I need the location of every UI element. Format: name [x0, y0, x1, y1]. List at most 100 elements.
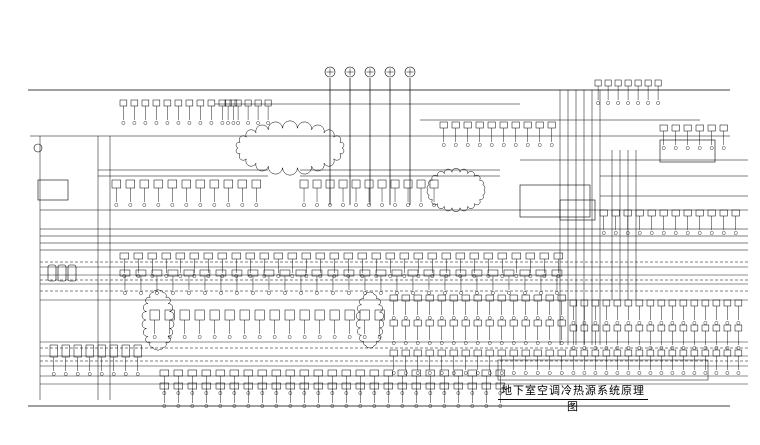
equipment-box — [712, 299, 721, 307]
valve-symbol — [451, 316, 456, 320]
equipment-box — [439, 121, 448, 129]
equipment-box — [223, 179, 233, 189]
equipment-box — [599, 209, 608, 217]
equipment-box — [646, 349, 655, 357]
equipment-box — [437, 349, 446, 357]
equipment-box — [668, 324, 677, 332]
valve-symbol — [198, 203, 203, 207]
equipment-box — [683, 124, 692, 132]
equipment-box — [425, 369, 435, 377]
valve-symbol — [637, 321, 642, 325]
valve-symbol — [571, 371, 576, 375]
equipment-box — [196, 99, 205, 107]
valve-symbol — [167, 335, 172, 339]
equipment-box — [475, 121, 484, 129]
equipment-box — [217, 252, 227, 260]
valve-symbol — [427, 371, 432, 375]
valve-symbol — [170, 203, 175, 207]
equipment-box — [499, 121, 508, 129]
valve-symbol — [559, 341, 564, 345]
valve-symbol — [219, 291, 223, 295]
equipment-box — [299, 369, 309, 377]
storage-tank — [57, 264, 67, 282]
equipment-box — [401, 319, 410, 327]
valve-symbol — [725, 371, 730, 375]
valve-symbol — [659, 371, 664, 375]
equipment-box — [209, 309, 220, 321]
equipment-box — [299, 179, 309, 189]
equipment-box — [657, 299, 666, 307]
equipment-box — [215, 369, 225, 377]
equipment-box — [264, 99, 272, 107]
valve-symbol — [648, 321, 653, 325]
reference-circle — [33, 143, 43, 153]
valve-symbol — [673, 231, 678, 235]
valve-symbol — [535, 316, 540, 320]
equipment-box — [185, 99, 194, 107]
equipment-box — [259, 252, 269, 260]
valve-symbol — [226, 121, 230, 125]
notes-box — [497, 359, 709, 381]
equipment-box — [547, 121, 556, 129]
valve-symbol — [414, 404, 419, 408]
equipment-box — [580, 299, 589, 307]
storage-tank — [67, 264, 77, 282]
valve-symbol — [523, 316, 528, 320]
equipment-box — [701, 299, 710, 307]
equipment-box — [364, 179, 374, 189]
equipment-box — [613, 349, 622, 357]
valve-symbol — [626, 321, 631, 325]
revision-cloud — [141, 289, 175, 351]
equipment-box — [580, 324, 589, 332]
control-panel-box — [659, 139, 716, 163]
equipment-box — [497, 349, 506, 357]
equipment-box — [344, 309, 355, 321]
equipment-box — [455, 252, 465, 260]
valve-symbol — [721, 146, 726, 150]
valve-symbol — [714, 346, 719, 350]
valve-symbol — [637, 231, 642, 235]
valve-symbol — [514, 274, 519, 278]
valve-symbol — [257, 335, 262, 339]
equipment-box — [473, 349, 482, 357]
valve-symbol — [354, 203, 358, 207]
equipment-box — [194, 309, 205, 321]
valve-symbol — [114, 203, 119, 207]
equipment-box — [734, 324, 743, 332]
valve-symbol — [111, 372, 116, 376]
valve-symbol — [615, 321, 620, 325]
valve-symbol — [123, 291, 127, 295]
equipment-box — [85, 344, 94, 358]
equipment-box — [712, 324, 721, 332]
valve-symbol — [685, 231, 690, 235]
equipment-box — [635, 324, 644, 332]
schematic-frame — [28, 89, 730, 407]
valve-symbol — [372, 404, 377, 408]
valve-symbol — [685, 146, 690, 150]
valve-symbol — [736, 371, 741, 375]
equipment-box — [690, 324, 699, 332]
valve-symbol — [659, 346, 664, 350]
equipment-box — [397, 369, 407, 377]
equipment-box — [181, 179, 191, 189]
valve-symbol — [266, 121, 270, 125]
valve-symbol — [670, 371, 675, 375]
valve-symbol — [218, 404, 223, 408]
valve-symbol — [453, 143, 458, 147]
equipment-box — [469, 252, 479, 260]
valve-symbol — [626, 101, 630, 105]
control-panel-box — [559, 199, 596, 221]
valve-symbol — [415, 316, 420, 320]
valve-symbol — [487, 341, 492, 345]
revision-clouds — [141, 120, 486, 351]
equipment-box — [695, 209, 704, 217]
valve-symbol — [547, 371, 552, 375]
valve-symbol — [535, 371, 540, 375]
valve-symbol — [703, 346, 708, 350]
valve-symbol — [593, 346, 598, 350]
equipment-box — [327, 369, 337, 377]
valve-symbol — [697, 231, 702, 235]
equipment-box — [635, 349, 644, 357]
valve-symbol — [212, 203, 217, 207]
equipment-box — [254, 99, 262, 107]
